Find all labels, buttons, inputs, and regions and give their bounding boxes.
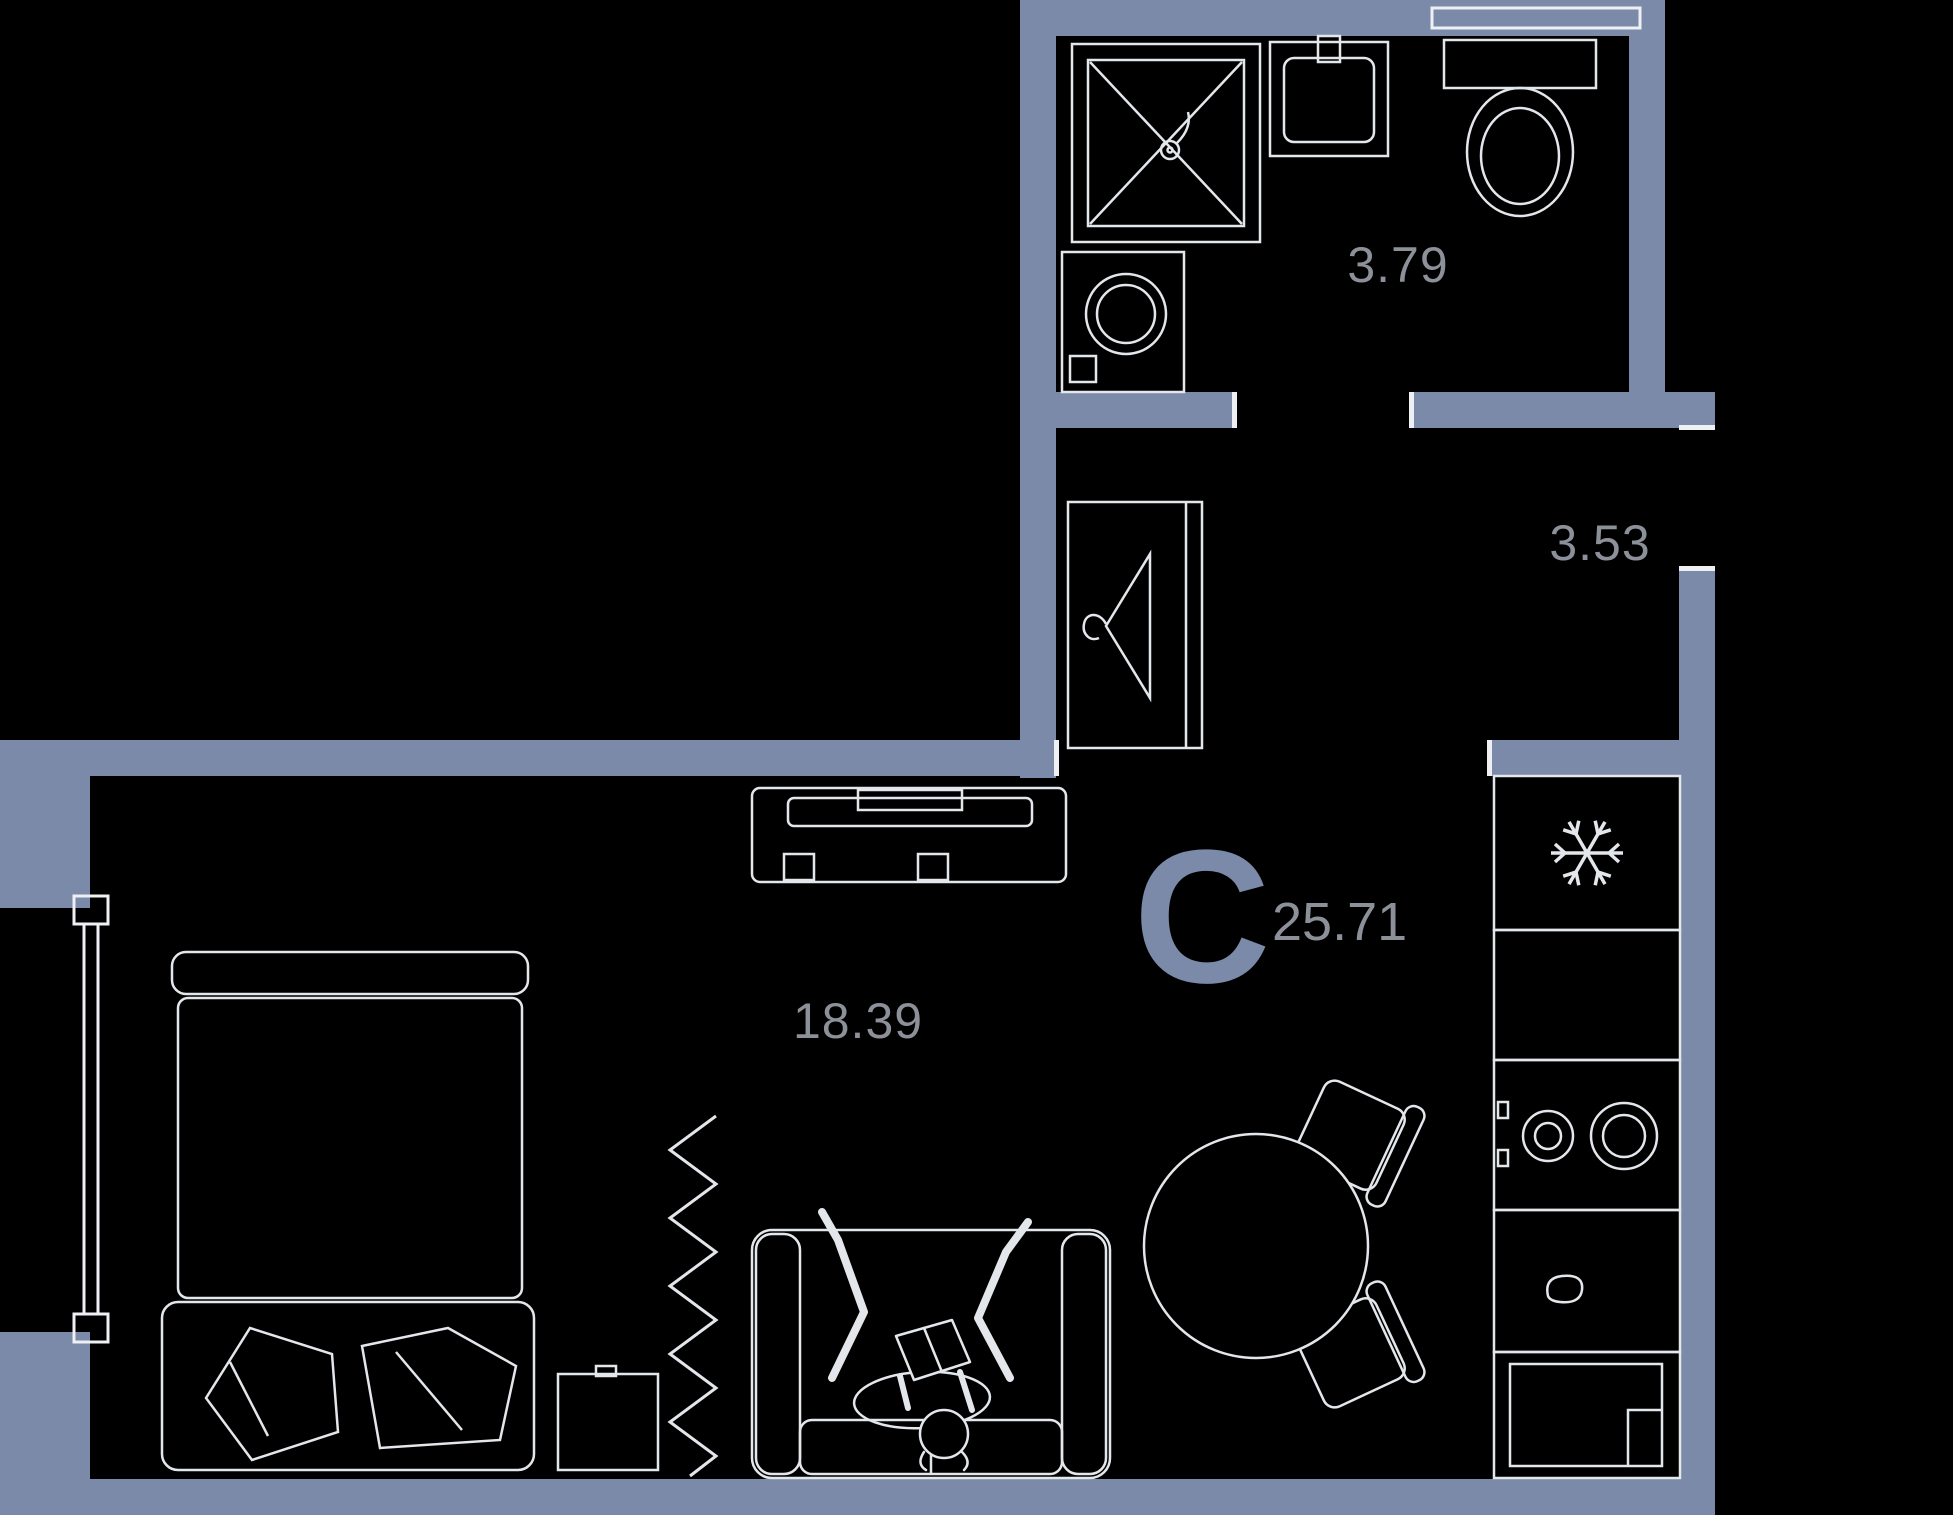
zigzag-decor <box>667 1114 719 1478</box>
area-label-living-room: 18.39 <box>793 993 923 1049</box>
entrance-jamb-top <box>1679 425 1715 430</box>
entrance-jamb-bottom <box>1679 566 1715 571</box>
kitchen-sink <box>1492 1350 1682 1480</box>
unit-total-area: 25.71 <box>1272 892 1407 952</box>
shower <box>1070 42 1262 244</box>
dining-set <box>1142 1079 1426 1409</box>
toilet <box>1442 38 1598 218</box>
shower-head-icon <box>1159 139 1181 161</box>
door-openings <box>1054 392 1715 776</box>
area-label-bathroom: 3.79 <box>1347 237 1448 293</box>
round-table <box>1142 1132 1370 1360</box>
washbasin <box>1268 34 1390 158</box>
bathroom-door-jamb-right <box>1409 392 1414 428</box>
person-on-sofa <box>818 1208 1032 1472</box>
bathroom-door-jamb-left <box>1232 392 1237 428</box>
hanger-icon <box>1082 549 1152 703</box>
wardrobe <box>1066 500 1204 750</box>
bed <box>160 950 536 1472</box>
nightstand <box>556 1364 660 1472</box>
kitchen <box>1492 774 1682 1480</box>
washing-machine <box>1060 250 1186 394</box>
window-left <box>72 894 110 1344</box>
walls <box>0 0 1715 1515</box>
window-top <box>1430 6 1642 30</box>
area-label-hallway: 3.53 <box>1549 515 1650 571</box>
unit-type-letter: C <box>1133 811 1270 1023</box>
pillows <box>204 1326 518 1462</box>
sofa <box>750 1228 1112 1480</box>
snowflake-icon <box>1551 820 1623 886</box>
head <box>918 1408 970 1460</box>
hall-opening-jamb-right <box>1487 740 1492 776</box>
tv-stand <box>750 786 1068 884</box>
labels: 3.79 3.53 18.39 C 25.71 <box>793 237 1650 1049</box>
hall-opening-jamb-left <box>1054 740 1059 776</box>
